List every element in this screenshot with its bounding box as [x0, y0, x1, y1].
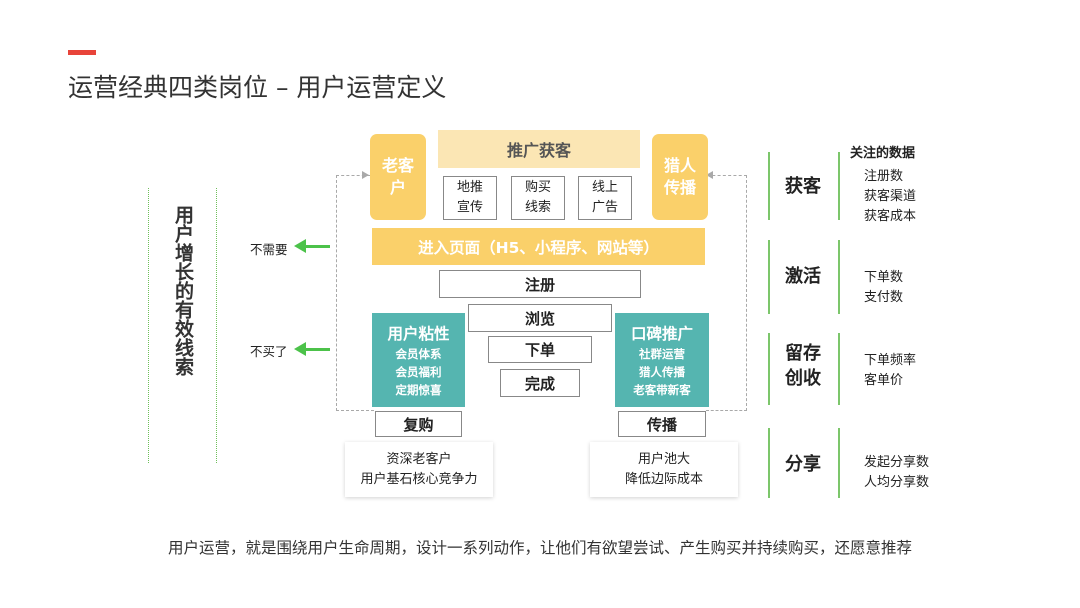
entry-page-bar: 进入页面（H5、小程序、网站等）: [372, 228, 705, 265]
wom-item: 老客带新客: [633, 383, 691, 397]
metric-item: 下单数: [864, 270, 904, 285]
metric-item: 支付数: [864, 290, 904, 305]
stage-metrics: 注册数 获客渠道 获客成本: [864, 167, 916, 227]
stage-metrics: 发起分享数 人均分享数: [864, 453, 929, 493]
stickiness-title: 用户粘性: [387, 325, 450, 343]
funnel-register: 注册: [439, 270, 641, 298]
stage-separator: [838, 240, 840, 314]
funnel-order: 下单: [488, 336, 592, 363]
stickiness-item: 会员福利: [395, 365, 442, 379]
stage-separator: [838, 152, 840, 220]
stage-metrics: 下单频率 客单价: [864, 351, 916, 391]
repurchase-desc-line: 资深老客户: [386, 451, 452, 467]
left-return-loop-bottom: [336, 410, 374, 411]
acquisition-title: 推广获客: [438, 130, 640, 168]
metric-item: 下单频率: [864, 353, 917, 368]
repurchase-desc-card: 资深老客户 用户基石核心竞争力: [345, 442, 493, 497]
stage-separator: [838, 428, 840, 498]
metric-item: 获客成本: [864, 209, 917, 224]
channel-online-ads: 线上广告: [578, 176, 632, 220]
metric-item: 客单价: [864, 373, 904, 388]
stage-activation: 激活: [785, 266, 821, 287]
stage-separator: [838, 333, 840, 405]
arrow-right-icon: [362, 171, 369, 179]
arrow-left-icon: [294, 342, 306, 356]
user-stickiness-box: 用户粘性 会员体系 会员福利 定期惊喜: [372, 313, 465, 407]
channel-buy-leads: 购买线索: [511, 176, 565, 220]
right-return-loop-bottom: [706, 410, 747, 411]
metrics-header: 关注的数据: [850, 146, 916, 161]
stage-separator: [768, 240, 770, 314]
footer-summary: 用户运营，就是围绕用户生命周期，设计一系列动作，让他们有欲望尝试、产生购买并持续…: [167, 539, 912, 557]
title-accent-bar: [68, 50, 96, 55]
stage-share: 分享: [785, 454, 821, 475]
stage-separator: [768, 428, 770, 498]
metric-item: 获客渠道: [864, 189, 917, 204]
left-vertical-title: 用户增长的有效线索: [172, 205, 194, 376]
label-no-need: 不需要: [250, 242, 288, 257]
left-return-loop: [336, 175, 370, 411]
repurchase-desc-line: 用户基石核心竞争力: [360, 471, 478, 487]
spread-desc-card: 用户池大 降低边际成本: [590, 442, 738, 497]
spread-desc-line: 降低边际成本: [624, 471, 703, 487]
spread-desc-line: 用户池大: [637, 451, 690, 467]
wom-item: 猎人传播: [639, 365, 685, 379]
word-of-mouth-box: 口碑推广 社群运营 猎人传播 老客带新客: [615, 313, 709, 407]
wom-item: 社群运营: [639, 347, 685, 361]
arrow-left-icon: [706, 171, 713, 179]
repurchase-label: 复购: [375, 411, 462, 437]
arrow-line: [304, 245, 330, 248]
wom-title: 口碑推广: [630, 325, 693, 343]
hunter-spread-box: 猎人传播: [652, 134, 708, 220]
stage-acquisition: 获客: [785, 176, 821, 197]
spread-label: 传播: [618, 411, 706, 437]
old-customer-box: 老客户: [370, 134, 426, 220]
stage-separator: [768, 152, 770, 220]
arrow-line: [304, 348, 330, 351]
right-return-loop: [707, 175, 747, 411]
page-title: 运营经典四类岗位 – 用户运营定义: [68, 73, 447, 102]
metric-item: 注册数: [864, 169, 904, 184]
label-no-buy: 不买了: [250, 344, 288, 359]
arrow-left-icon: [294, 239, 306, 253]
left-divider-line: [216, 188, 217, 463]
metric-item: 发起分享数: [864, 455, 930, 470]
funnel-complete: 完成: [500, 369, 580, 397]
stage-metrics: 下单数 支付数: [864, 268, 903, 308]
metric-item: 人均分享数: [864, 475, 930, 490]
stickiness-item: 会员体系: [395, 347, 442, 361]
funnel-browse: 浏览: [468, 304, 612, 332]
stickiness-item: 定期惊喜: [395, 383, 442, 397]
left-divider-line: [148, 188, 149, 463]
stage-retention-revenue: 留存创收: [785, 343, 821, 389]
channel-ground-promo: 地推宣传: [443, 176, 497, 220]
stage-separator: [768, 333, 770, 405]
